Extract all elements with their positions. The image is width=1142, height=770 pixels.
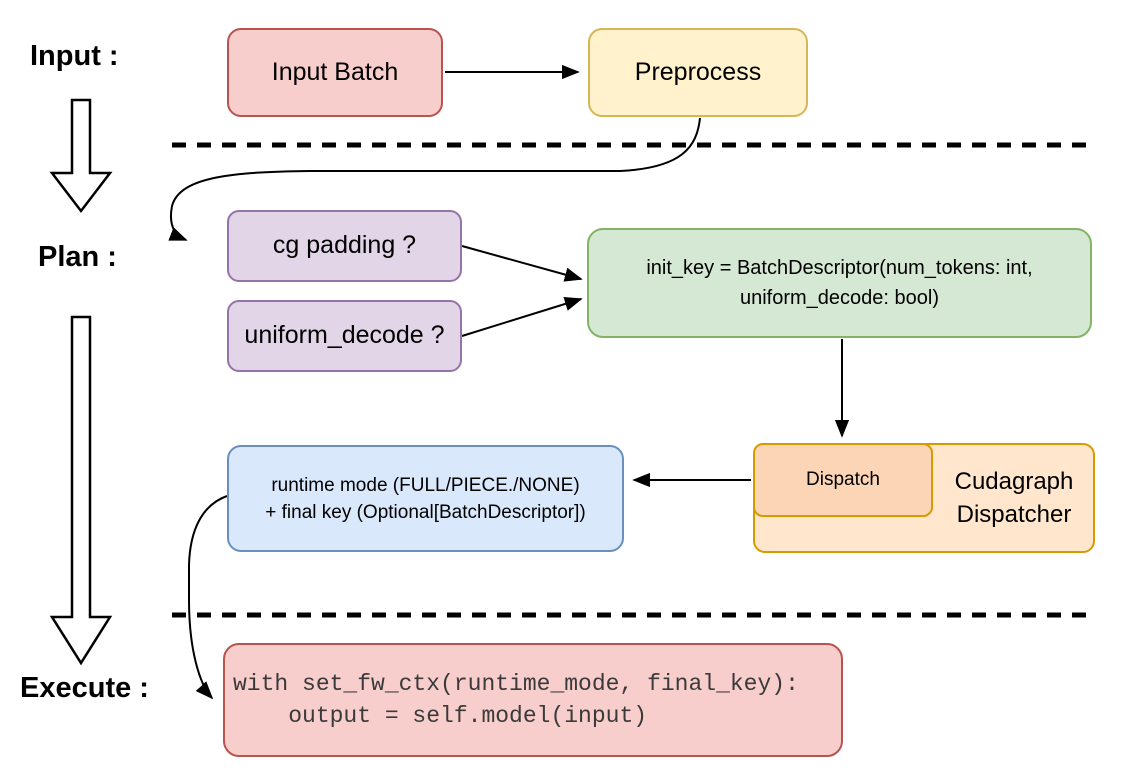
stage-label-plan: Plan : [38,241,117,273]
node-dispatch: Dispatch [753,443,933,517]
stage-label-execute: Execute : [20,672,149,704]
arrow-uniform-decode-to-init-key [461,296,583,337]
cg-padding-label: cg padding ? [272,231,417,260]
runtime-result-line2: + final key (Optional[BatchDescriptor]) [265,501,586,523]
arrow-cg-padding-to-init-key [461,245,583,282]
node-preprocess: Preprocess [588,28,808,117]
curve-runtime-to-execute-code [188,495,228,700]
node-runtime-result: runtime mode (FULL/PIECE./NONE) + final … [227,445,624,552]
init-key-line2: uniform_decode: bool) [739,287,939,309]
execute-code-line1: with set_fw_ctx(runtime_mode, final_key)… [233,671,799,697]
cudagraph-dispatcher-line2: Dispatcher [956,501,1072,528]
input-stage-arrow-icon [49,98,113,214]
preprocess-label: Preprocess [634,57,762,86]
node-input-batch: Input Batch [227,28,443,117]
stage-label-input: Input : [30,40,119,72]
cudagraph-dispatcher-line1: Cudagraph [954,468,1074,495]
curve-preprocess-to-cg-padding [168,117,701,241]
init-key-line1: init_key = BatchDescriptor(num_tokens: i… [646,257,1033,279]
execute-code-line2: output = self.model(input) [233,703,648,729]
input-batch-label: Input Batch [271,57,399,86]
node-init-key: init_key = BatchDescriptor(num_tokens: i… [587,228,1092,338]
uniform-decode-label: uniform_decode ? [244,321,445,350]
cudagraph-dispatcher-label: Cudagraph Dispatcher [933,443,1095,553]
node-execute-code: with set_fw_ctx(runtime_mode, final_key)… [223,643,843,757]
dispatch-label: Dispatch [806,469,880,491]
runtime-result-line1: runtime mode (FULL/PIECE./NONE) [271,474,580,496]
node-cg-padding: cg padding ? [227,210,462,282]
plan-stage-arrow-icon [49,315,113,666]
node-uniform-decode: uniform_decode ? [227,300,462,372]
